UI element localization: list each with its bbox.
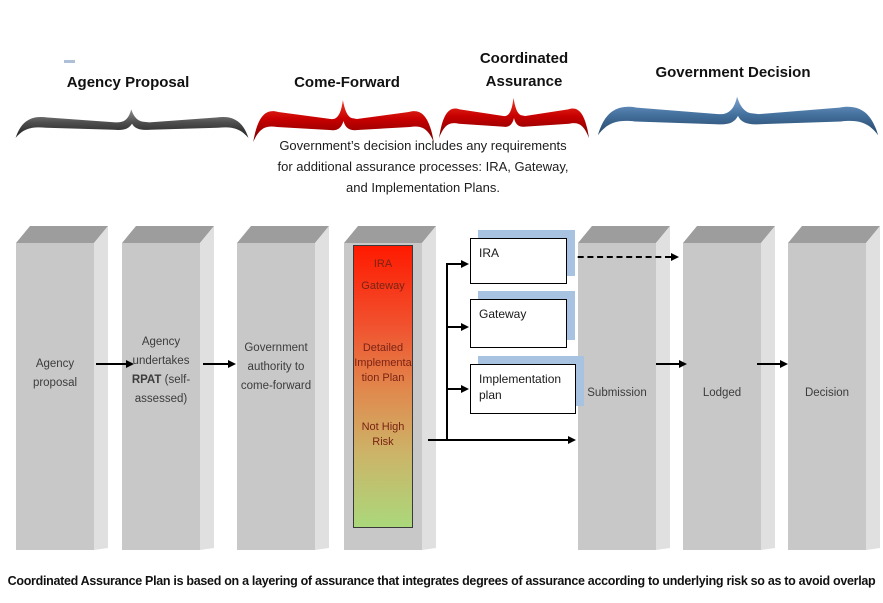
pillar-lodged: Lodged (683, 226, 775, 550)
government-decision-note: Government’s decision includes any requi… (277, 138, 569, 195)
arrow-proposal-to-rpat (96, 363, 126, 365)
pillar-rpat: Agency undertakes RPAT (self-assessed) (122, 226, 214, 550)
pillar-front-face: Decision (788, 243, 866, 550)
stray-dash-mark (64, 60, 75, 63)
ira-box: IRA (470, 238, 567, 284)
pillar-top-face (122, 226, 214, 243)
arrowhead-icon (679, 360, 687, 368)
pillar-front-face: Agency undertakes RPAT (self-assessed) (122, 243, 200, 550)
risk-label-gateway: Gateway (361, 280, 405, 292)
arrowhead-icon (780, 360, 788, 368)
pillar-side-face (761, 226, 775, 550)
pillar-front-face: Lodged (683, 243, 761, 550)
pillar-front-face: Submission (578, 243, 656, 550)
connector-vertical-line (446, 263, 448, 441)
pillar-label: Government authority to come-forward (240, 342, 312, 392)
implementation-plan-box: Implementation plan (470, 364, 576, 414)
pillar-side-face (315, 226, 329, 550)
pillar-side-face (422, 226, 436, 550)
arrowhead-icon (461, 385, 469, 393)
phase-label-agency-proposal: Agency Proposal (66, 74, 190, 91)
phase-label-coordinated-assurance: Coordinated Assurance (479, 50, 569, 90)
risk-label-ira: IRA (373, 258, 393, 270)
arrowhead-icon (568, 436, 576, 444)
pillar-label: Agency undertakes RPAT (self-assessed) (122, 333, 200, 409)
pillar-decision: Decision (788, 226, 880, 550)
pillar-side-face (866, 226, 880, 550)
arrow-riskscale-to-submission (428, 439, 568, 441)
pillar-front-face: Government authority to come-forward (237, 243, 315, 550)
label-part-post: (self-assessed) (134, 374, 191, 405)
gateway-box: Gateway (470, 299, 567, 348)
phase-label-come-forward: Come-Forward (294, 74, 400, 91)
pillar-side-face (200, 226, 214, 550)
pillar-label: Submission (587, 387, 647, 399)
pillar-agency-proposal: Agency proposal (16, 226, 108, 550)
pillar-top-face (788, 226, 880, 243)
arrowhead-icon (228, 360, 236, 368)
arrow-submission-to-lodged (656, 363, 679, 365)
pillar-top-face (578, 226, 670, 243)
label-part-pre: Agency undertakes (132, 336, 190, 367)
arrowhead-icon (126, 360, 134, 368)
red-brace-coordinated-assurance-icon (439, 97, 589, 139)
arrow-rpat-to-authority (203, 363, 228, 365)
pillar-label: Lodged (702, 387, 742, 399)
pillar-side-face (94, 226, 108, 550)
risk-label-detailed-implementation-plan: Detailed Implementation Plan (354, 342, 412, 384)
pillar-top-face (16, 226, 108, 243)
pillar-top-face (344, 226, 436, 243)
pillar-top-face (683, 226, 775, 243)
pillar-government-authority: Government authority to come-forward (237, 226, 329, 550)
pillar-label: Agency proposal (32, 358, 78, 389)
arrowhead-icon (461, 323, 469, 331)
red-brace-come-forward-icon (253, 100, 434, 142)
pillar-side-face (656, 226, 670, 550)
branch-to-ira (447, 263, 461, 265)
arrowhead-icon (461, 260, 469, 268)
arrow-lodged-to-decision (757, 363, 780, 365)
blue-brace-government-decision-icon (597, 96, 879, 136)
risk-gradient-scale: IRA Gateway Detailed Implementation Plan… (353, 245, 413, 528)
branch-to-gateway (447, 326, 461, 328)
dashed-arrow-ira-to-lodged (568, 256, 671, 258)
footer-caption: Coordinated Assurance Plan is based on a… (7, 574, 876, 588)
pillar-top-face (237, 226, 329, 243)
pillar-submission: Submission (578, 226, 670, 550)
branch-to-implementation (447, 388, 461, 390)
phase-label-government-decision: Government Decision (655, 64, 811, 81)
risk-label-not-high-risk: Not High Risk (361, 421, 405, 448)
pillar-front-face: Agency proposal (16, 243, 94, 550)
label-part-bold: RPAT (131, 374, 162, 386)
gray-brace-icon (15, 109, 249, 138)
arrowhead-icon (671, 253, 679, 261)
pillar-label: Decision (804, 387, 850, 399)
